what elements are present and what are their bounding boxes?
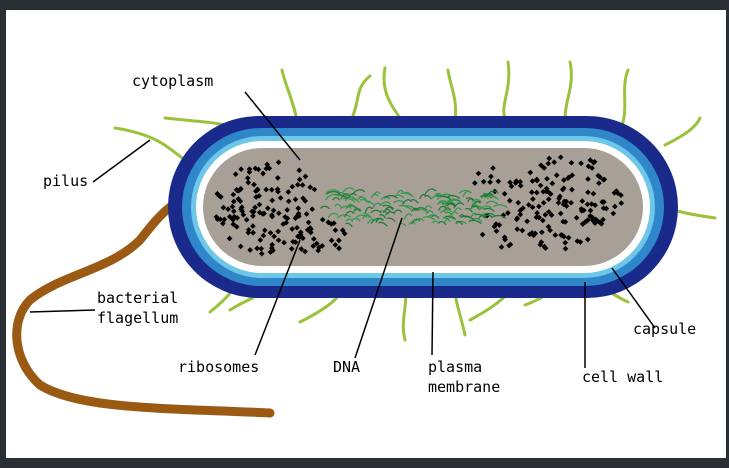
leader-membrane [432, 272, 433, 355]
label-capsule: capsule [633, 320, 696, 338]
pilus [352, 76, 370, 118]
label-plasma-membrane-line2: membrane [428, 378, 500, 396]
pilus [620, 70, 628, 130]
pilus [565, 62, 571, 118]
label-cytoplasm: cytoplasm [132, 72, 213, 90]
label-cell-wall: cell wall [582, 368, 663, 386]
label-flagellum-line1: bacterial [97, 289, 178, 307]
label-flagellum-line2: flagellum [97, 309, 178, 327]
pilus [282, 70, 297, 122]
pilus [448, 70, 456, 120]
label-dna: DNA [333, 358, 360, 376]
leader-pilus [93, 140, 150, 182]
label-ribosomes: ribosomes [178, 358, 259, 376]
label-pilus: pilus [43, 172, 88, 190]
leader-flagellum [30, 310, 95, 312]
label-plasma-membrane-line1: plasma [428, 358, 482, 376]
pilus [504, 62, 509, 118]
pilus [665, 118, 700, 145]
pilus [115, 128, 185, 160]
